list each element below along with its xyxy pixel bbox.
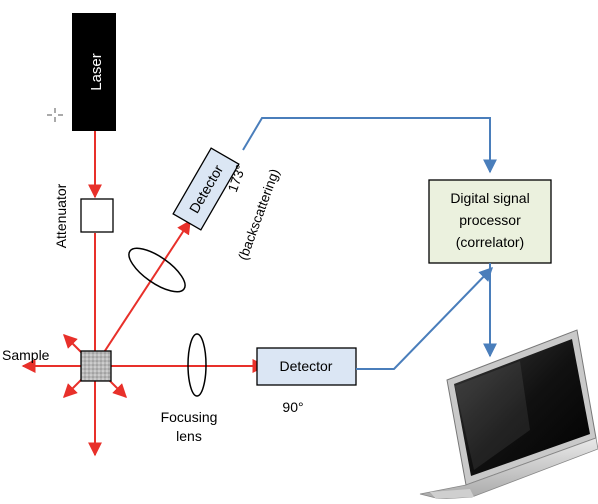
detector-90-label: Detector bbox=[280, 358, 333, 374]
attenuator-box bbox=[80, 198, 114, 233]
signal-lines bbox=[242, 117, 497, 370]
dsp-label-line1: Digital signal bbox=[450, 190, 529, 206]
dsp-label-line2: processor bbox=[459, 212, 521, 228]
detector-173-box bbox=[172, 147, 240, 231]
focusing-lens-label-line2: lens bbox=[176, 428, 202, 444]
backscatter-lens bbox=[128, 247, 186, 293]
laser-label: Laser bbox=[88, 53, 105, 91]
dsp-box bbox=[428, 179, 552, 264]
signal-detector173-to-dsp bbox=[242, 117, 497, 174]
beam-backscatter bbox=[94, 219, 191, 367]
sample: Sample bbox=[2, 347, 112, 382]
dsp-label-line3: (correlator) bbox=[456, 234, 524, 250]
laser: Laser bbox=[72, 13, 116, 131]
detector-90-angle: 90° bbox=[282, 399, 303, 415]
focusing-lens-label-line1: Focusing bbox=[161, 409, 218, 425]
crosshair-cursor-icon bbox=[47, 108, 63, 122]
signal-detector90-to-dsp bbox=[356, 266, 493, 370]
focusing-lens: Focusing lens bbox=[161, 333, 218, 444]
detector-90: Detector 90° bbox=[256, 347, 357, 415]
detector-90-box bbox=[256, 347, 357, 386]
laser-body bbox=[72, 13, 116, 131]
laptop-icon bbox=[419, 329, 598, 500]
sample-cuvette bbox=[80, 350, 112, 382]
focusing-lens-shape bbox=[187, 333, 207, 397]
sample-label: Sample bbox=[2, 347, 50, 363]
attenuator: Attenuator bbox=[53, 183, 114, 248]
digital-signal-processor: Digital signal processor (correlator) bbox=[428, 179, 552, 264]
attenuator-label: Attenuator bbox=[53, 183, 69, 248]
